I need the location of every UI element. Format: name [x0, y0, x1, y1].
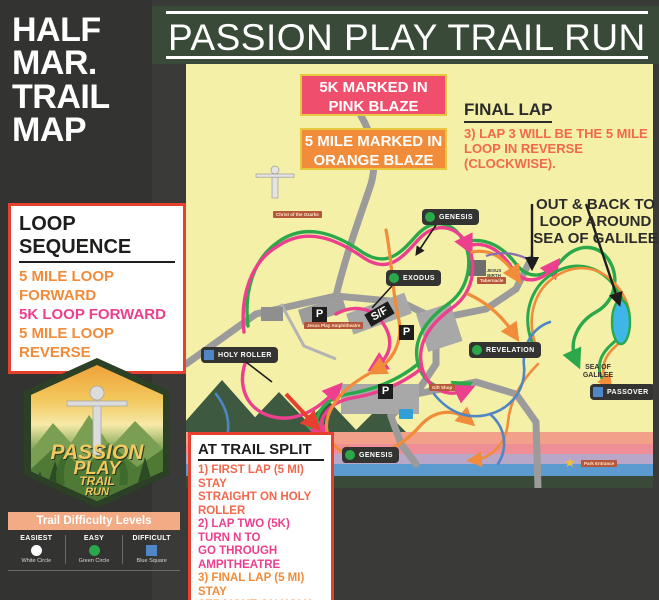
loop-sequence-item: 5K LOOP FORWARD — [19, 306, 166, 323]
poi-label: Tabernacle — [477, 277, 507, 284]
parking-marker: P — [378, 384, 393, 399]
loop-sequence-item: 5 MILE LOOP REVERSE — [19, 325, 114, 361]
sea-of-galilee-label: SEA OF GALILEE — [582, 364, 614, 379]
difficulty-level-easy: EASY Green Circle — [66, 535, 124, 564]
poi-label: Gift Shop — [429, 384, 456, 391]
trail-label-revelation[interactable]: REVELATION — [469, 342, 541, 358]
trail-label-genesis-north[interactable]: GENESIS — [422, 209, 479, 225]
restroom-icon — [399, 409, 413, 419]
green-circle-icon — [472, 345, 482, 355]
green-circle-icon — [88, 545, 100, 556]
blue-square-icon — [593, 387, 603, 397]
trail-split-item: 3) FINAL LAP (5 MI) STAY STRAIGHT ON HOL… — [198, 572, 311, 600]
trail-difficulty-legend: Trail Difficulty Levels EASIEST White Ci… — [8, 512, 180, 571]
trail-split-item: 1) FIRST LAP (5 MI) STAY STRAIGHT ON HOL… — [198, 464, 312, 517]
final-lap-heading: FINAL LAP — [464, 100, 553, 123]
blue-square-icon — [146, 545, 158, 556]
poi-label: Park Entrance — [581, 460, 618, 467]
trail-split-heading: AT TRAIL SPLIT — [198, 441, 324, 461]
poster-title-line-1: HALF — [12, 11, 101, 49]
header-rule-top — [166, 11, 648, 14]
difficulty-heading: Trail Difficulty Levels — [8, 512, 180, 530]
loop-sequence-box: LOOP SEQUENCE 5 MILE LOOP FORWARD 5K LOO… — [8, 203, 186, 374]
parking-marker: P — [312, 307, 327, 322]
legend-divider — [8, 570, 180, 571]
park-entrance-star-icon: ★ — [564, 455, 576, 470]
poster-title: HALF MAR. TRAIL MAP — [12, 11, 144, 149]
poster-title-line-2: MAR. — [12, 44, 97, 83]
pink-blaze-line-2: PINK BLAZE — [328, 98, 419, 115]
trail-split-box: AT TRAIL SPLIT 1) FIRST LAP (5 MI) STAY … — [188, 432, 334, 600]
pink-blaze-callout: 5K MARKED IN PINK BLAZE — [300, 74, 447, 116]
pink-blaze-line-1: 5K MARKED IN — [319, 79, 428, 96]
trail-label-holy-roller[interactable]: HOLY ROLLER — [201, 347, 278, 363]
difficulty-level-difficult: DIFFICULT Blue Square — [132, 535, 171, 564]
out-and-back-note: OUT & BACK TO LOOP AROUND SEA OF GALILEE — [533, 196, 658, 247]
parking-marker: P — [399, 325, 414, 340]
header-bar: PASSION PLAY TRAIL RUN — [152, 6, 659, 64]
final-lap-body: 3) LAP 3 WILL BE THE 5 MILE LOOP IN REVE… — [464, 126, 648, 171]
blue-square-icon — [204, 350, 214, 360]
band-pink — [186, 444, 653, 454]
trail-label-passover[interactable]: PASSOVER — [590, 384, 653, 400]
trail-label-exodus[interactable]: EXODUS — [386, 270, 441, 286]
white-circle-icon — [30, 545, 42, 556]
jesus-birth-label: JESUS BIRTH — [486, 268, 502, 278]
header-title: PASSION PLAY TRAIL RUN — [168, 17, 646, 58]
orange-blaze-callout: 5 MILE MARKED IN ORANGE BLAZE — [300, 128, 447, 170]
loop-sequence-heading: LOOP SEQUENCE — [19, 213, 175, 263]
loop-sequence-item: 5 MILE LOOP FORWARD — [19, 268, 114, 304]
difficulty-level-easiest: EASIEST White Circle — [8, 535, 66, 564]
logo-wordmark: PASSION PLAY TRAIL RUN — [50, 441, 144, 498]
passion-play-logo: PASSION PLAY TRAIL RUN — [24, 358, 170, 508]
band-violet — [186, 454, 653, 464]
logo-artwork — [31, 365, 163, 501]
green-circle-icon — [425, 212, 435, 222]
poster-title-line-4: MAP — [12, 110, 87, 149]
poster-title-line-3: TRAIL — [12, 77, 110, 116]
trail-label-genesis-south[interactable]: GENESIS — [342, 447, 399, 463]
header-rule-bottom — [166, 56, 648, 59]
orange-blaze-line-1: 5 MILE MARKED IN — [304, 133, 443, 150]
orange-blaze-line-2: ORANGE BLAZE — [313, 152, 434, 169]
final-lap-callout: FINAL LAP 3) LAP 3 WILL BE THE 5 MILE LO… — [464, 100, 654, 171]
difficulty-row: EASIEST White Circle EASY Green Circle D… — [8, 530, 180, 564]
green-circle-icon — [345, 450, 355, 460]
trail-split-item: 2) LAP TWO (5K) TURN N TO GO THROUGH AMP… — [198, 518, 290, 571]
christ-statue-map-icon — [255, 165, 295, 199]
green-circle-icon — [389, 273, 399, 283]
poi-label: Christ of the Ozarks — [273, 211, 322, 218]
poi-label: Jesus Play Amphitheatre — [304, 322, 364, 329]
